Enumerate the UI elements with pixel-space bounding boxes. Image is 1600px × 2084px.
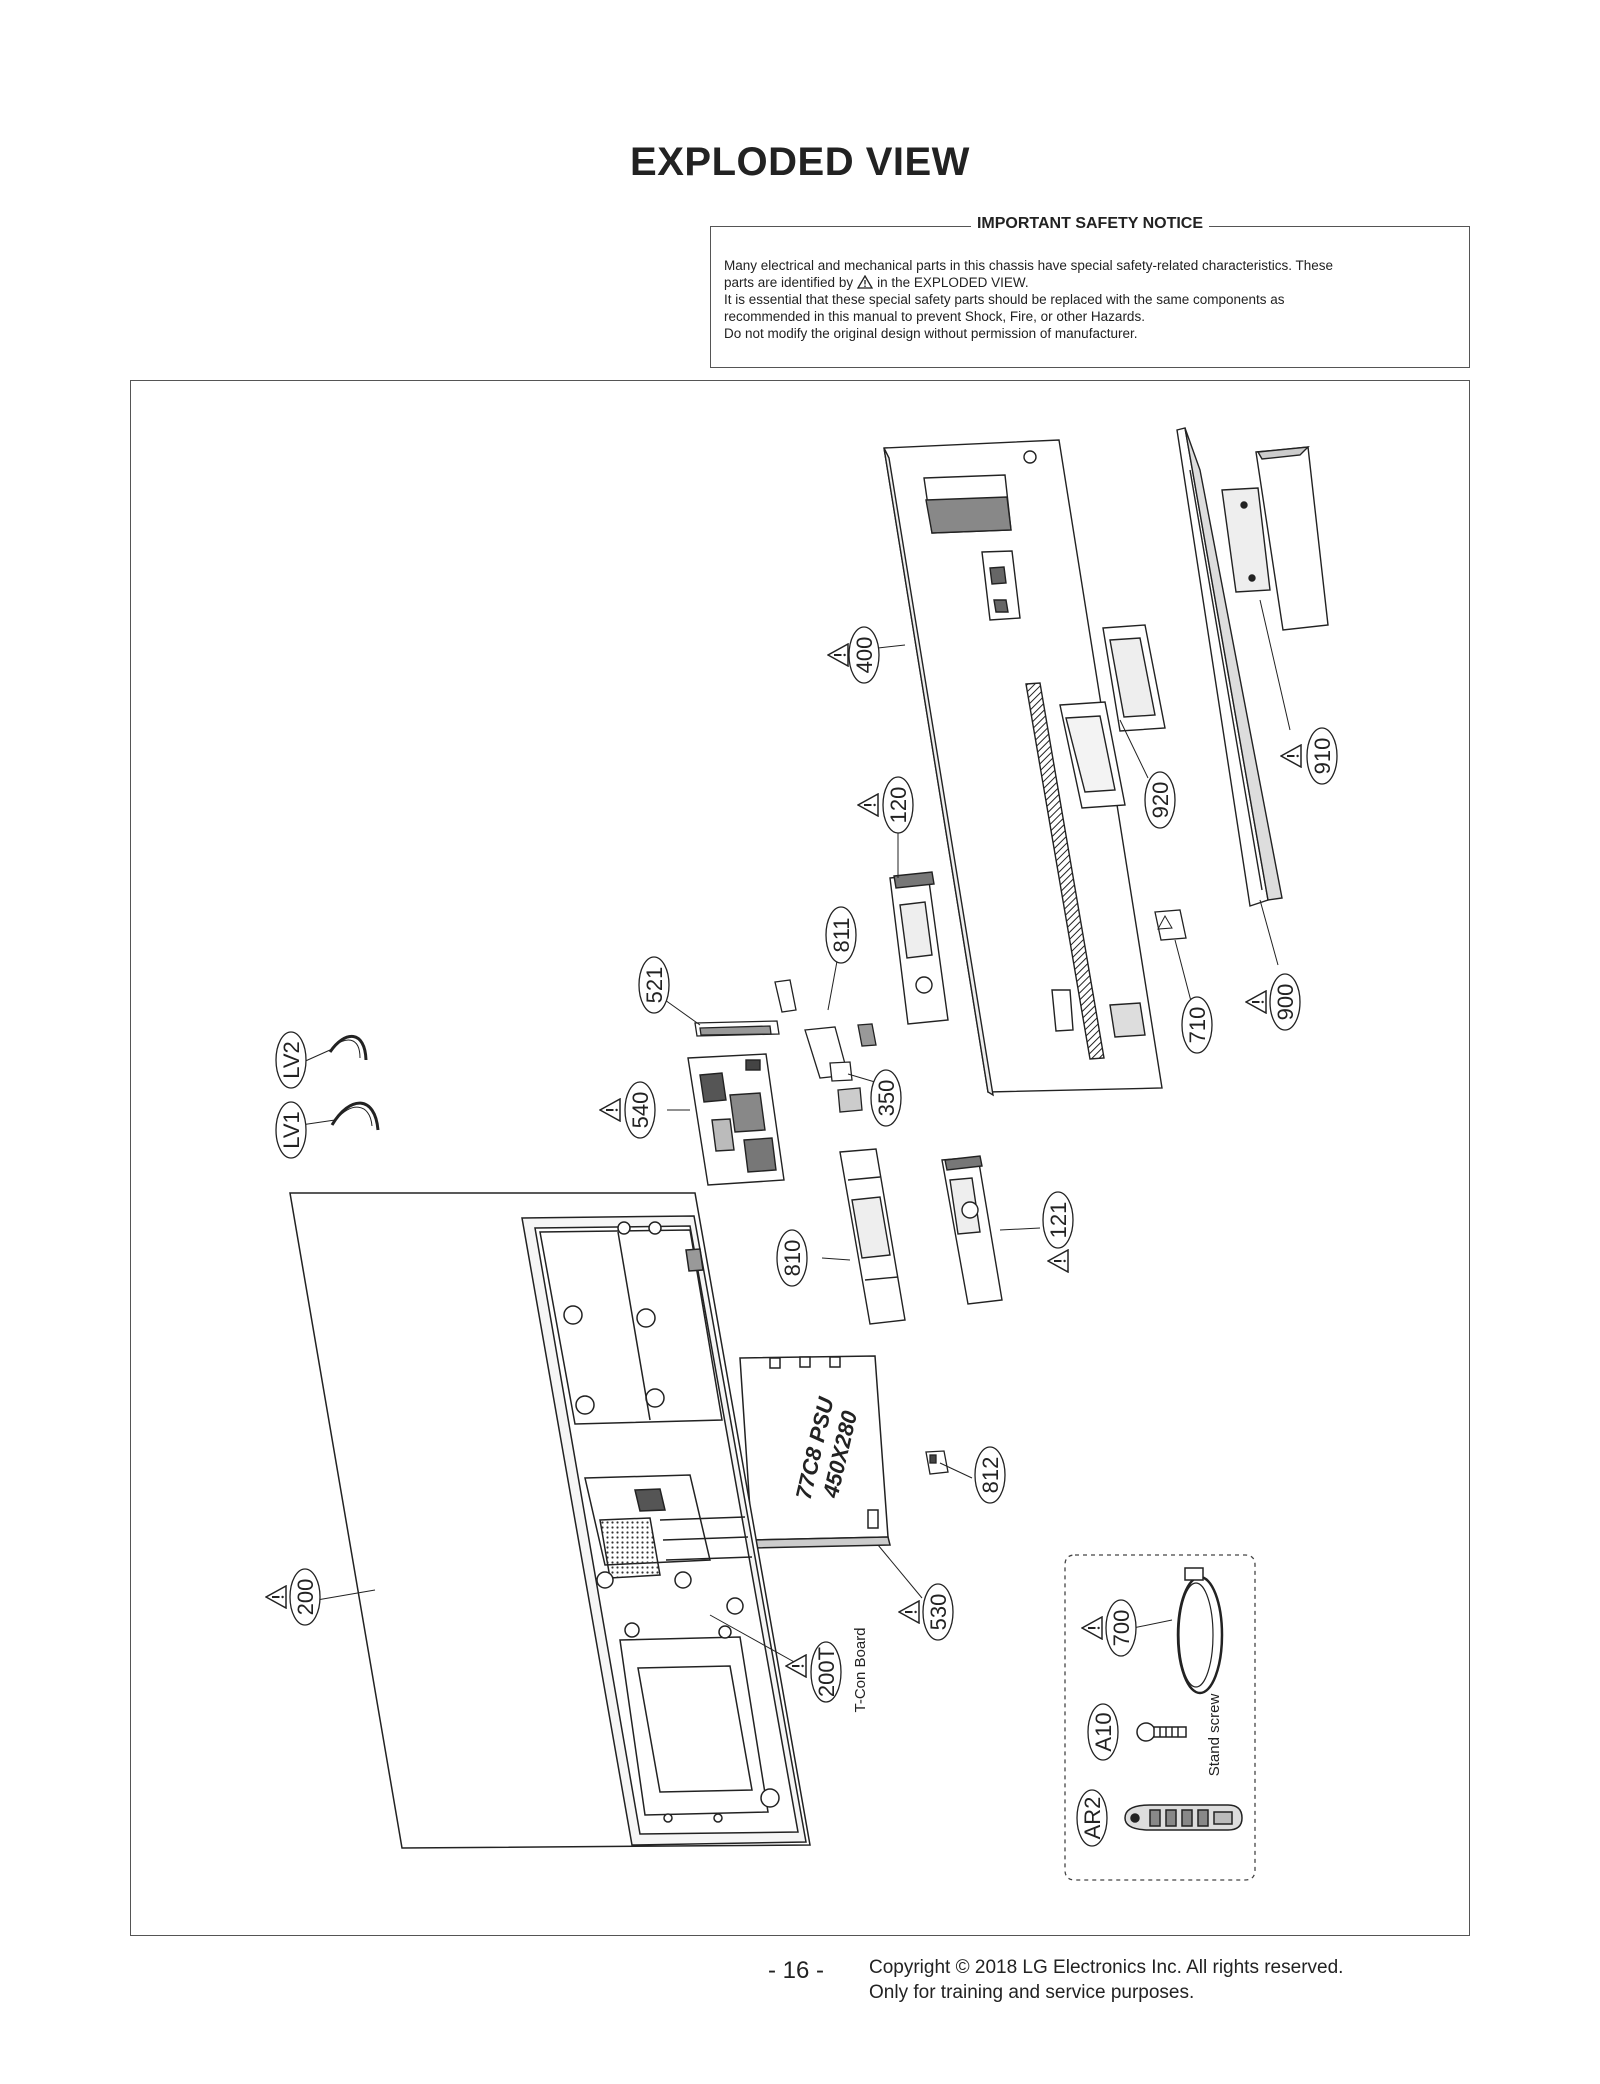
callout-lv2: LV2 — [275, 1031, 307, 1089]
svg-text:121: 121 — [1046, 1202, 1071, 1239]
callout-121: 121 — [1042, 1191, 1074, 1249]
svg-text:LV1: LV1 — [279, 1111, 304, 1149]
power-supply-part-530: 77C8 PSU 450X280 — [739, 1355, 891, 1549]
bracket-part-521 — [694, 1020, 780, 1037]
notice-line-1: Many electrical and mechanical parts in … — [724, 258, 1334, 273]
warning-icon-700 — [1081, 1616, 1103, 1640]
svg-text:LV2: LV2 — [279, 1041, 304, 1079]
warning-icon-910 — [1280, 744, 1302, 768]
power-cable-part-700 — [1176, 1567, 1224, 1695]
purpose-line: Only for training and service purposes. — [869, 1982, 1195, 2003]
small-board-part-812 — [925, 1450, 949, 1475]
display-panel-part-200 — [289, 1192, 811, 1849]
safety-notice-heading: IMPORTANT SAFETY NOTICE — [711, 215, 1469, 233]
copyright-block: Copyright © 2018 LG Electronics Inc. All… — [869, 1955, 1343, 2005]
main-board-part-540 — [687, 1053, 785, 1186]
safety-notice-box: IMPORTANT SAFETY NOTICE Many electrical … — [710, 215, 1470, 368]
stand-bracket-part-920 — [1059, 624, 1166, 809]
stand-screw-part-a10 — [1136, 1722, 1187, 1742]
notice-line-3: It is essential that these special safet… — [724, 292, 1285, 307]
svg-text:Stand screw: Stand screw — [1206, 1694, 1223, 1777]
callout-810: 810 — [776, 1229, 808, 1287]
speaker-part-120 — [889, 871, 949, 1025]
warning-icon-120 — [857, 793, 879, 817]
notice-line-4: recommended in this manual to prevent Sh… — [724, 309, 1145, 324]
callout-530: 530 — [922, 1583, 954, 1641]
callout-lv1: LV1 — [275, 1101, 307, 1159]
warning-triangle-icon — [857, 275, 874, 289]
notice-line-5: Do not modify the original design withou… — [724, 326, 1138, 341]
callout-350: 350 — [870, 1069, 902, 1127]
callout-700: 700 — [1105, 1599, 1137, 1657]
bracket-part-810 — [839, 1148, 906, 1325]
callout-521: 521 — [638, 956, 670, 1014]
svg-text:400: 400 — [852, 637, 877, 674]
warning-icon-400 — [827, 643, 849, 667]
warning-icon-200t — [785, 1654, 807, 1678]
safety-notice-body: Many electrical and mechanical parts in … — [724, 257, 1456, 342]
tcon-board-annotation: T-Con Board — [852, 1627, 869, 1712]
svg-text:200: 200 — [293, 1579, 318, 1616]
callout-710: 710 — [1181, 996, 1213, 1054]
svg-text:812: 812 — [978, 1457, 1003, 1494]
warning-icon-530 — [898, 1600, 920, 1624]
svg-text:AR2: AR2 — [1080, 1797, 1105, 1840]
svg-text:350: 350 — [874, 1080, 899, 1117]
svg-text:900: 900 — [1273, 984, 1298, 1021]
speaker-part-121 — [941, 1155, 1003, 1305]
label-part-710 — [1154, 909, 1187, 941]
callout-200t: 200T — [810, 1641, 842, 1703]
cable-lv1 — [330, 1101, 380, 1131]
stand-base-part-900 — [1176, 427, 1283, 907]
callout-811: 811 — [825, 906, 857, 964]
warning-icon-540 — [599, 1098, 621, 1122]
stand-part-910 — [1221, 446, 1329, 631]
callout-812: 812 — [974, 1446, 1006, 1504]
page-number: - 16 - — [768, 1957, 825, 1984]
svg-text:710: 710 — [1185, 1007, 1210, 1044]
back-cover-part-400 — [883, 439, 1163, 1097]
cable-lv2 — [328, 1034, 368, 1061]
callout-910: 910 — [1306, 727, 1338, 785]
svg-text:A10: A10 — [1091, 1712, 1116, 1751]
warning-icon-900 — [1245, 990, 1267, 1014]
callout-ar2: AR2 — [1076, 1789, 1108, 1847]
page-title: EXPLODED VIEW — [630, 140, 970, 184]
svg-text:120: 120 — [886, 787, 911, 824]
copyright-line: Copyright © 2018 LG Electronics Inc. All… — [869, 1957, 1344, 1978]
warning-icon-200 — [265, 1585, 287, 1609]
svg-text:521: 521 — [642, 967, 667, 1004]
exploded-view-frame — [130, 380, 1470, 1936]
svg-text:810: 810 — [780, 1240, 805, 1277]
svg-text:540: 540 — [628, 1092, 653, 1129]
callout-a10: A10 — [1087, 1703, 1119, 1761]
callout-920: 920 — [1144, 771, 1176, 829]
connector-part-350 — [829, 1061, 863, 1113]
svg-text:920: 920 — [1148, 782, 1173, 819]
accessories-group — [1064, 1554, 1256, 1881]
callout-400: 400 — [848, 626, 880, 684]
callout-540: 540 — [624, 1081, 656, 1139]
callout-900: 900 — [1269, 973, 1301, 1031]
small-boards-part-811 — [774, 979, 877, 1079]
stand-screw-annotation: Stand screw — [1206, 1694, 1223, 1777]
svg-text:530: 530 — [926, 1594, 951, 1631]
svg-text:811: 811 — [829, 917, 854, 952]
callout-200: 200 — [289, 1568, 321, 1626]
svg-text:700: 700 — [1109, 1610, 1134, 1647]
svg-text:T-Con Board: T-Con Board — [852, 1627, 869, 1712]
remote-control-part-ar2 — [1124, 1804, 1243, 1831]
warning-icon-121 — [1047, 1249, 1069, 1273]
svg-text:200T: 200T — [814, 1647, 839, 1697]
svg-text:910: 910 — [1310, 738, 1335, 775]
callout-120: 120 — [882, 776, 914, 834]
